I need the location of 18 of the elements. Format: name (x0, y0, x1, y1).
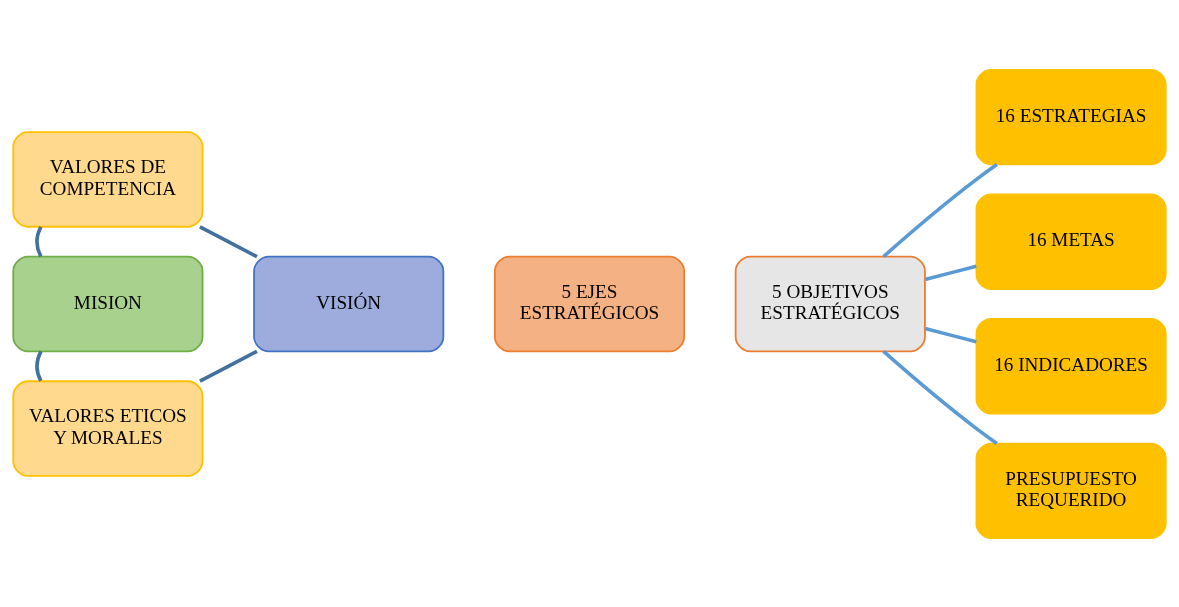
node-box: 16 INDICADORES (975, 317, 1167, 414)
connector (199, 349, 258, 383)
node-box: MISION (12, 255, 204, 352)
node-box: VISIÓN (253, 255, 445, 352)
connector (924, 263, 977, 281)
connector (35, 350, 43, 382)
node-box: VALORES DE COMPETENCIA (12, 130, 204, 228)
node-box: VALORES ETICOS Y MORALES (12, 379, 204, 477)
connector (199, 224, 258, 258)
node-box: 5 OBJETIVOS ESTRATÉGICOS (734, 255, 926, 352)
connector (924, 326, 977, 344)
connector (35, 225, 43, 257)
connector (882, 162, 998, 258)
node-box: 16 ESTRATEGIAS (975, 68, 1167, 165)
connector (882, 349, 998, 445)
node-box: 5 EJES ESTRATÉGICOS (493, 255, 686, 352)
node-box: PRESUPUESTO REQUERIDO (975, 442, 1167, 539)
node-box: 16 METAS (975, 193, 1167, 290)
